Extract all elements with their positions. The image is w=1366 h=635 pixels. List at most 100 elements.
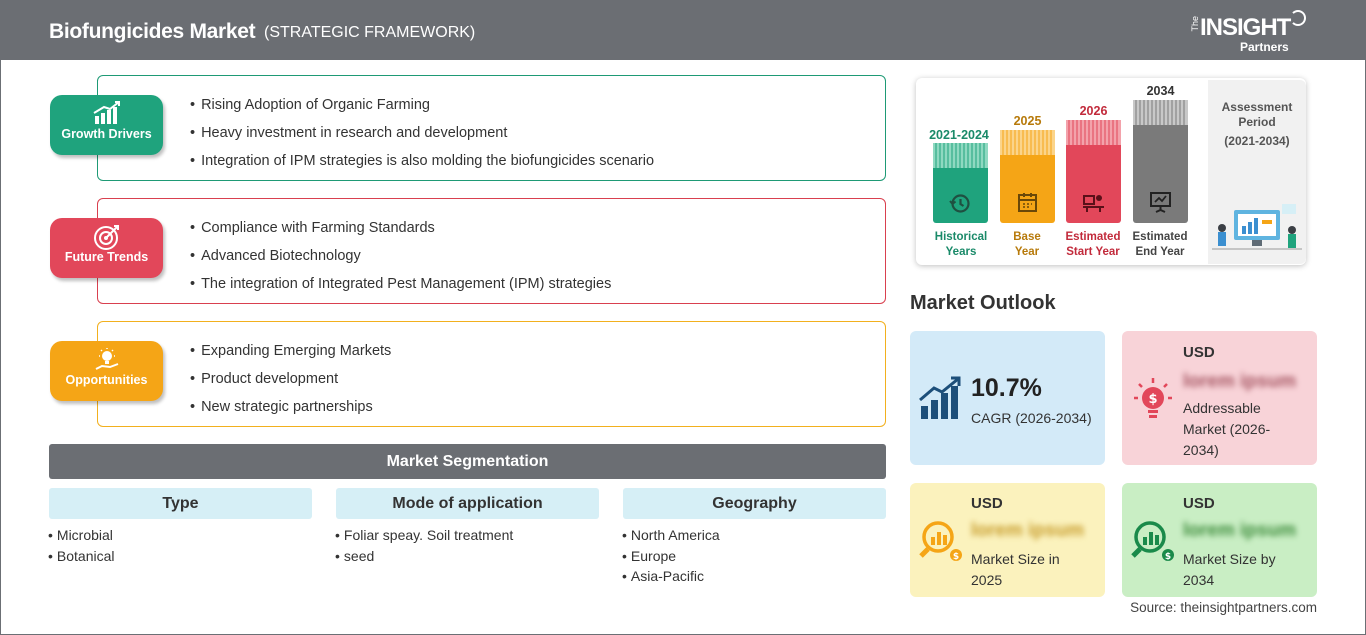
size-2025-currency: USD bbox=[971, 495, 1003, 512]
list-item: Rising Adoption of Organic Farming bbox=[190, 95, 654, 123]
size-2025-desc-line: Market Size in bbox=[971, 551, 1060, 567]
cagr-value: 10.7% bbox=[971, 374, 1042, 402]
analyst-dashboard-icon bbox=[1212, 204, 1302, 250]
size-2034-desc-line: 2034 bbox=[1183, 572, 1215, 588]
addressable-desc-line: Addressable bbox=[1183, 400, 1261, 416]
svg-text:$: $ bbox=[953, 552, 959, 562]
list-item: Advanced Biotechnology bbox=[190, 246, 611, 274]
market-size-2034-box: USD lorem ipsum $ Market Size by 2034 bbox=[1122, 483, 1317, 597]
growth-chart-icon bbox=[50, 95, 163, 125]
calendar-icon bbox=[1018, 193, 1037, 212]
future-trends-badge: Future Trends bbox=[50, 218, 163, 278]
size-2034-currency: USD bbox=[1183, 495, 1215, 512]
target-icon bbox=[50, 218, 163, 250]
size-2034-desc: Market Size by 2034 bbox=[1183, 549, 1276, 591]
page-title: Biofungicides Market bbox=[49, 20, 256, 43]
addressable-desc: Addressable Market (2026- 2034) bbox=[1183, 398, 1270, 461]
growth-drivers-card: Rising Adoption of Organic Farming Heavy… bbox=[97, 75, 886, 181]
segment-mode-header: Mode of application bbox=[336, 488, 599, 519]
list-item: The integration of Integrated Pest Manag… bbox=[190, 274, 611, 302]
assessment-period-label: Period bbox=[1238, 115, 1276, 129]
addressable-currency: USD bbox=[1183, 344, 1215, 361]
list-item: Integration of IPM strategies is also mo… bbox=[190, 151, 654, 179]
logo-arc-icon bbox=[1290, 10, 1306, 26]
timeline-bar-historical bbox=[933, 143, 988, 223]
size-2025-desc: Market Size in 2025 bbox=[971, 549, 1060, 591]
history-clock-icon bbox=[949, 194, 970, 213]
timeline-year-end: 2034 bbox=[1146, 84, 1175, 98]
market-outlook-title: Market Outlook bbox=[910, 292, 1056, 314]
market-size-2025-box: USD lorem ipsum $ Market Size in 2025 bbox=[910, 483, 1105, 597]
list-item: Asia-Pacific bbox=[622, 566, 720, 587]
size-2034-desc-line: Market Size by bbox=[1183, 551, 1276, 567]
cagr-label: CAGR (2026-2034) bbox=[971, 410, 1092, 426]
opportunities-list: Expanding Emerging Markets Product devel… bbox=[190, 341, 391, 425]
lightbulb-hand-icon bbox=[50, 341, 163, 371]
opportunities-label: Opportunities bbox=[65, 373, 148, 387]
size-2025-desc-line: 2025 bbox=[971, 572, 1003, 588]
timeline-label-line: Start Year bbox=[1066, 246, 1120, 258]
svg-text:$: $ bbox=[1165, 552, 1171, 562]
assessment-label: Assessment bbox=[1221, 100, 1293, 114]
segment-geography-list: North America Europe Asia-Pacific bbox=[622, 525, 720, 587]
timeline-bar-base bbox=[1000, 130, 1055, 223]
list-item: North America bbox=[622, 525, 720, 546]
magnifier-chart-icon: $ bbox=[1131, 521, 1174, 562]
timeline-bar-start bbox=[1066, 120, 1121, 223]
timeline-bar-end bbox=[1133, 100, 1188, 223]
page-subtitle: (STRATEGIC FRAMEWORK) bbox=[264, 24, 476, 41]
insight-partners-logo[interactable]: The INSIGHT Partners bbox=[1190, 10, 1308, 54]
growth-drivers-list: Rising Adoption of Organic Farming Heavy… bbox=[190, 95, 654, 179]
timeline-year-start: 2026 bbox=[1079, 104, 1108, 118]
timeline-year-historical: 2021-2024 bbox=[929, 128, 989, 142]
segment-mode-list: Foliar speay. Soil treatment seed bbox=[335, 525, 513, 566]
timeline-label-line: Estimated bbox=[1132, 231, 1188, 243]
addressable-value: lorem ipsum bbox=[1183, 371, 1296, 392]
svg-text:$: $ bbox=[1148, 392, 1157, 407]
header-bar: Biofungicides Market (STRATEGIC FRAMEWOR… bbox=[0, 0, 1366, 60]
timeline-label-line: Estimated bbox=[1065, 231, 1121, 243]
timeline-label-line: Years bbox=[945, 246, 977, 258]
analytics-desk-icon bbox=[1083, 195, 1104, 212]
addressable-desc-line: 2034) bbox=[1183, 442, 1219, 458]
source-credit[interactable]: Source: theinsightpartners.com bbox=[1130, 600, 1317, 615]
magnifier-chart-icon: $ bbox=[919, 521, 962, 562]
timeline-label-end: Estimated End Year bbox=[1128, 230, 1192, 260]
timeline-year-base: 2025 bbox=[1013, 114, 1042, 128]
timeline-label-line: Historical bbox=[934, 231, 988, 243]
timeline-label-base: Base Year bbox=[996, 230, 1058, 260]
money-bulb-icon: $ bbox=[1134, 378, 1172, 418]
growth-drivers-badge: Growth Drivers bbox=[50, 95, 163, 155]
timeline-label-line: Base bbox=[1013, 231, 1041, 243]
cagr-box: 10.7% CAGR (2026-2034) bbox=[910, 331, 1105, 465]
list-item: Product development bbox=[190, 369, 391, 397]
list-item: seed bbox=[335, 546, 513, 567]
segment-geography-header: Geography bbox=[623, 488, 886, 519]
list-item: Europe bbox=[622, 546, 720, 567]
list-item: Microbial bbox=[48, 525, 115, 546]
growth-drivers-label: Growth Drivers bbox=[61, 127, 152, 141]
size-2025-value: lorem ipsum bbox=[971, 520, 1084, 541]
logo-the-text: The bbox=[1190, 16, 1200, 32]
market-segmentation-bar: Market Segmentation bbox=[49, 444, 886, 479]
logo-main-text: INSIGHT bbox=[1200, 14, 1291, 41]
opportunities-card: Expanding Emerging Markets Product devel… bbox=[97, 321, 886, 427]
list-item: Compliance with Farming Standards bbox=[190, 218, 611, 246]
assessment-range-label: (2021-2034) bbox=[1224, 134, 1290, 148]
assessment-period-panel: Assessment Period (2021-2034) bbox=[1208, 80, 1306, 264]
list-item: Expanding Emerging Markets bbox=[190, 341, 391, 369]
logo-sub-text: Partners bbox=[1240, 40, 1289, 54]
presentation-icon bbox=[1150, 192, 1171, 213]
opportunities-badge: Opportunities bbox=[50, 341, 163, 401]
bar-growth-icon bbox=[919, 376, 961, 419]
list-item: Heavy investment in research and develop… bbox=[190, 123, 654, 151]
list-item: Botanical bbox=[48, 546, 115, 567]
timeline-label-start: Estimated Start Year bbox=[1060, 230, 1126, 260]
future-trends-label: Future Trends bbox=[64, 250, 149, 264]
segment-type-list: Microbial Botanical bbox=[48, 525, 115, 566]
future-trends-card: Compliance with Farming Standards Advanc… bbox=[97, 198, 886, 304]
timeline-label-line: Year bbox=[1014, 246, 1040, 258]
addressable-market-box: USD lorem ipsum $ Addressable Market (20… bbox=[1122, 331, 1317, 465]
list-item: New strategic partnerships bbox=[190, 397, 391, 425]
size-2034-value: lorem ipsum bbox=[1183, 520, 1296, 541]
